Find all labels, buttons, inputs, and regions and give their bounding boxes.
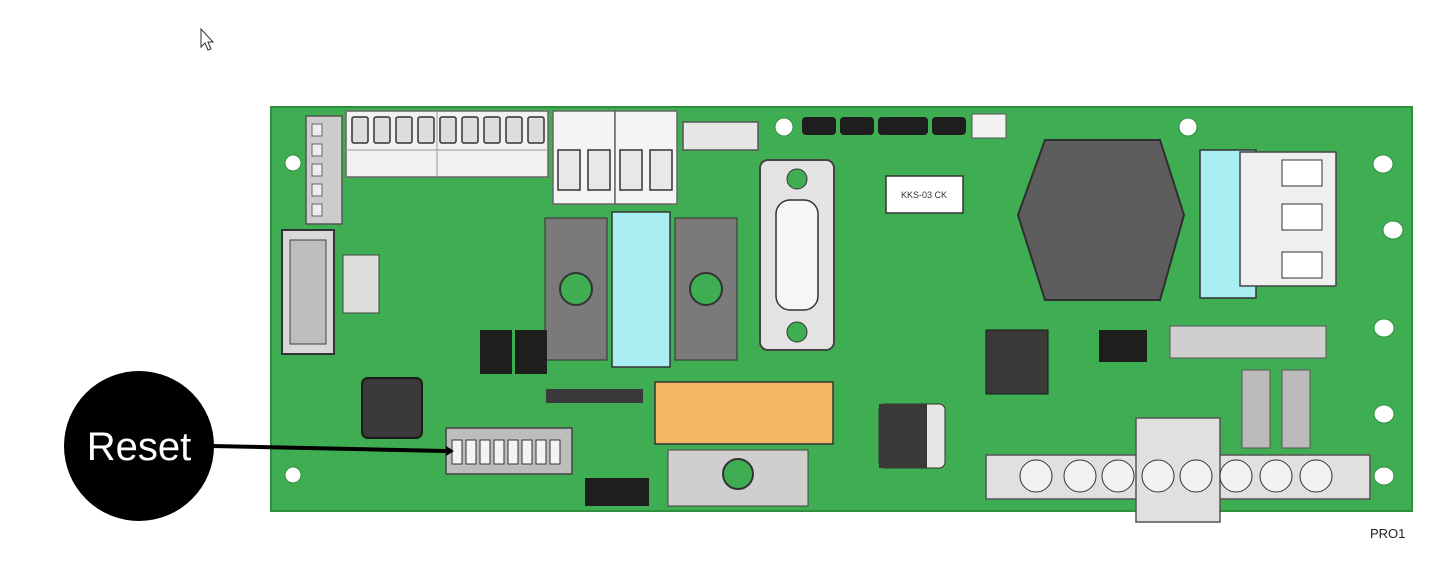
right-terminal: [1239, 151, 1337, 287]
dip-switch: [445, 427, 573, 475]
power-terminals: [552, 110, 678, 205]
top-left-connector: [305, 115, 343, 225]
small-socket: [971, 113, 1007, 139]
callout-circle: [64, 371, 214, 521]
fuse-1: [1241, 369, 1271, 449]
small-header: [682, 121, 759, 151]
power-ic: [985, 329, 1049, 395]
bottom-right-connector: [985, 417, 1371, 523]
voltage-regulator: [878, 403, 946, 469]
pin-header: [546, 389, 643, 403]
ribbon-header: [281, 229, 335, 355]
optocoupler-2: [515, 330, 547, 374]
center-capacitor-group: [544, 211, 738, 368]
microcontroller: [361, 377, 423, 439]
battery: [1016, 139, 1186, 301]
optocoupler-1: [480, 330, 512, 374]
bottom-clamp: [667, 449, 809, 507]
small-ic-right: [1099, 330, 1147, 362]
fuse-2: [1281, 369, 1311, 449]
db9-connector: [759, 159, 835, 351]
fuse-holder: [1169, 325, 1327, 359]
callout-label: Reset: [87, 425, 192, 469]
cursor-arrow-icon: [200, 27, 215, 51]
chip-marking: KKS-03 CK: [901, 190, 947, 200]
figure-code: PRO1: [1370, 526, 1405, 541]
bottom-jumper: [585, 478, 649, 506]
callout-leader-line: [211, 444, 447, 453]
top-terminal-strip: [345, 110, 549, 178]
circuit-board: KKS-03 CK: [270, 106, 1413, 523]
marked-chip: KKS-03 CK: [885, 175, 964, 214]
jumper-row: [802, 117, 966, 135]
relay: [654, 381, 834, 445]
reset-callout: Reset: [64, 371, 454, 521]
small-connector-left: [342, 254, 380, 314]
callout-arrow: [446, 446, 454, 456]
mounting-holes: [284, 117, 1404, 486]
